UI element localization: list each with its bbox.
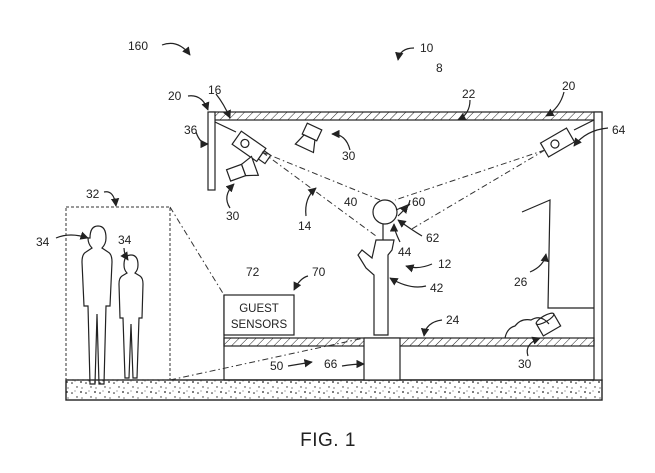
ref-30-left: 30 <box>226 209 240 223</box>
leader-70 <box>293 275 309 291</box>
ref-34-right: 34 <box>118 233 132 247</box>
leader-20-left <box>187 95 210 111</box>
ref-8: 8 <box>436 61 443 75</box>
projection-line-a <box>169 206 225 296</box>
ground-slab <box>65 379 603 401</box>
guest-figure-short <box>118 254 144 379</box>
ref-30-top: 30 <box>342 149 356 163</box>
view-line-left-b <box>261 151 377 237</box>
ref-26: 26 <box>514 275 528 289</box>
backdrop-screen <box>521 199 594 309</box>
light-floor <box>535 312 562 337</box>
ref-70: 70 <box>312 265 326 279</box>
figure-torso <box>357 239 395 336</box>
ref-20-left: 20 <box>168 89 182 103</box>
leader-64 <box>573 127 609 147</box>
ref-10: 10 <box>420 41 434 55</box>
ref-36: 36 <box>184 123 198 137</box>
ref-40: 40 <box>344 195 358 209</box>
right-wall <box>593 111 603 381</box>
light-wall <box>225 155 260 182</box>
leader-12 <box>405 263 433 273</box>
ref-66: 66 <box>324 357 338 371</box>
ref-72: 72 <box>246 265 260 279</box>
leader-24 <box>420 319 443 337</box>
figure-head <box>372 199 398 225</box>
camera-left-mount <box>214 121 237 133</box>
ref-44: 44 <box>398 245 412 259</box>
ref-60: 60 <box>412 195 426 209</box>
view-line-left-a <box>261 151 381 201</box>
ref-32: 32 <box>86 187 100 201</box>
guest-sensors-box <box>223 294 295 336</box>
leader-10 <box>395 47 415 61</box>
floor-light-bush <box>504 317 550 339</box>
pedestal <box>363 337 401 381</box>
leader-36 <box>195 131 209 149</box>
figure-caption: FIG. 1 <box>300 430 356 451</box>
ref-50: 50 <box>270 359 284 373</box>
projection-line-b <box>169 337 365 381</box>
ref-24: 24 <box>446 313 460 327</box>
camera-left <box>231 130 272 165</box>
view-line-right-a <box>394 149 546 201</box>
ceiling-wall <box>209 111 603 121</box>
leader-160 <box>161 42 191 56</box>
leader-62 <box>397 219 423 237</box>
leader-30-bottom <box>526 336 541 357</box>
ref-12: 12 <box>438 257 452 271</box>
ref-22: 22 <box>462 87 476 101</box>
ref-160: 160 <box>128 39 148 53</box>
guest-sensors-line1: GUEST <box>239 303 279 315</box>
ref-30-bottom: 30 <box>518 357 532 371</box>
ref-14: 14 <box>298 219 312 233</box>
left-upper-wall <box>207 111 216 191</box>
guest-area-boundary <box>65 206 171 381</box>
ref-16: 16 <box>208 83 222 97</box>
leader-16 <box>215 93 231 119</box>
camera-right-mount <box>573 119 595 131</box>
leader-60 <box>399 199 411 214</box>
view-line-right-b <box>409 149 546 231</box>
guest-sensors-line2: SENSORS <box>231 319 288 331</box>
leader-34-right <box>120 247 129 261</box>
ref-42: 42 <box>430 281 444 295</box>
leader-26 <box>529 253 549 273</box>
ref-64: 64 <box>612 123 626 137</box>
ref-62: 62 <box>426 231 440 245</box>
leader-50 <box>287 359 313 368</box>
ref-34-left: 34 <box>36 235 50 249</box>
leader-30-top <box>331 129 351 151</box>
camera-right <box>539 127 576 158</box>
leader-20-right <box>545 91 565 117</box>
leader-32 <box>103 191 120 207</box>
light-ceiling <box>294 122 323 154</box>
stage-floor <box>223 337 595 347</box>
leader-44 <box>389 223 401 243</box>
leader-42 <box>389 277 427 288</box>
leader-14 <box>305 187 317 217</box>
leader-22 <box>457 99 471 121</box>
leader-66 <box>341 359 365 369</box>
leader-30-left <box>225 183 235 209</box>
guest-figure-tall <box>81 225 113 385</box>
leader-34-left <box>55 231 89 240</box>
ref-20-right: 20 <box>562 79 576 93</box>
